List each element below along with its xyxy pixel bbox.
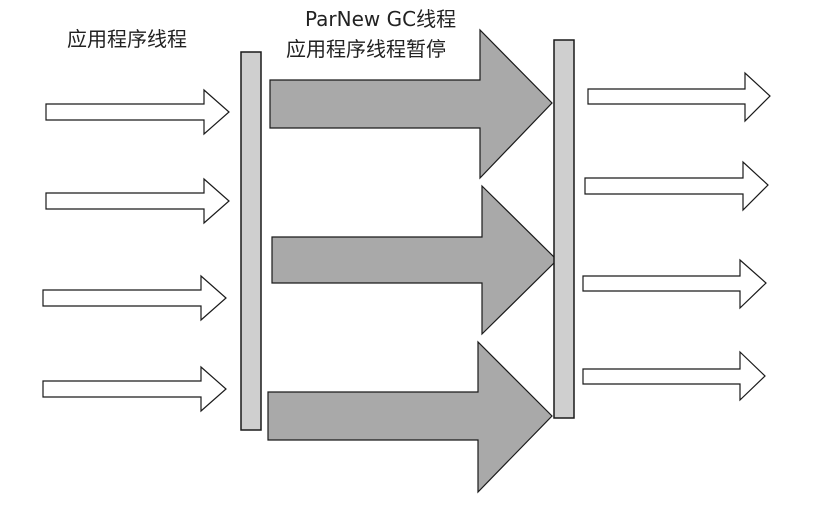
app-thread-arrow [584,160,769,212]
gc-thread-arrow [271,184,558,336]
gc-thread-arrows [267,28,558,494]
left-barrier [240,51,262,431]
gc-threads-label-line2: 应用程序线程暂停 [286,37,446,61]
app-thread-arrow [587,71,771,123]
right-barrier [553,39,575,419]
app-thread-arrow [582,350,766,402]
app-thread-arrow [42,365,227,413]
incoming-app-thread-arrows [42,88,230,413]
app-threads-label: 应用程序线程 [67,27,187,51]
gc-threads-label-line1: ParNew GC线程 [305,7,457,31]
gc-thread-arrow [267,340,553,494]
app-thread-arrow [582,258,767,310]
app-thread-arrow [45,177,230,225]
app-thread-arrow [45,88,230,136]
outgoing-app-thread-arrows [582,71,771,402]
gc-thread-arrow [269,28,553,180]
app-thread-arrow [42,274,227,322]
